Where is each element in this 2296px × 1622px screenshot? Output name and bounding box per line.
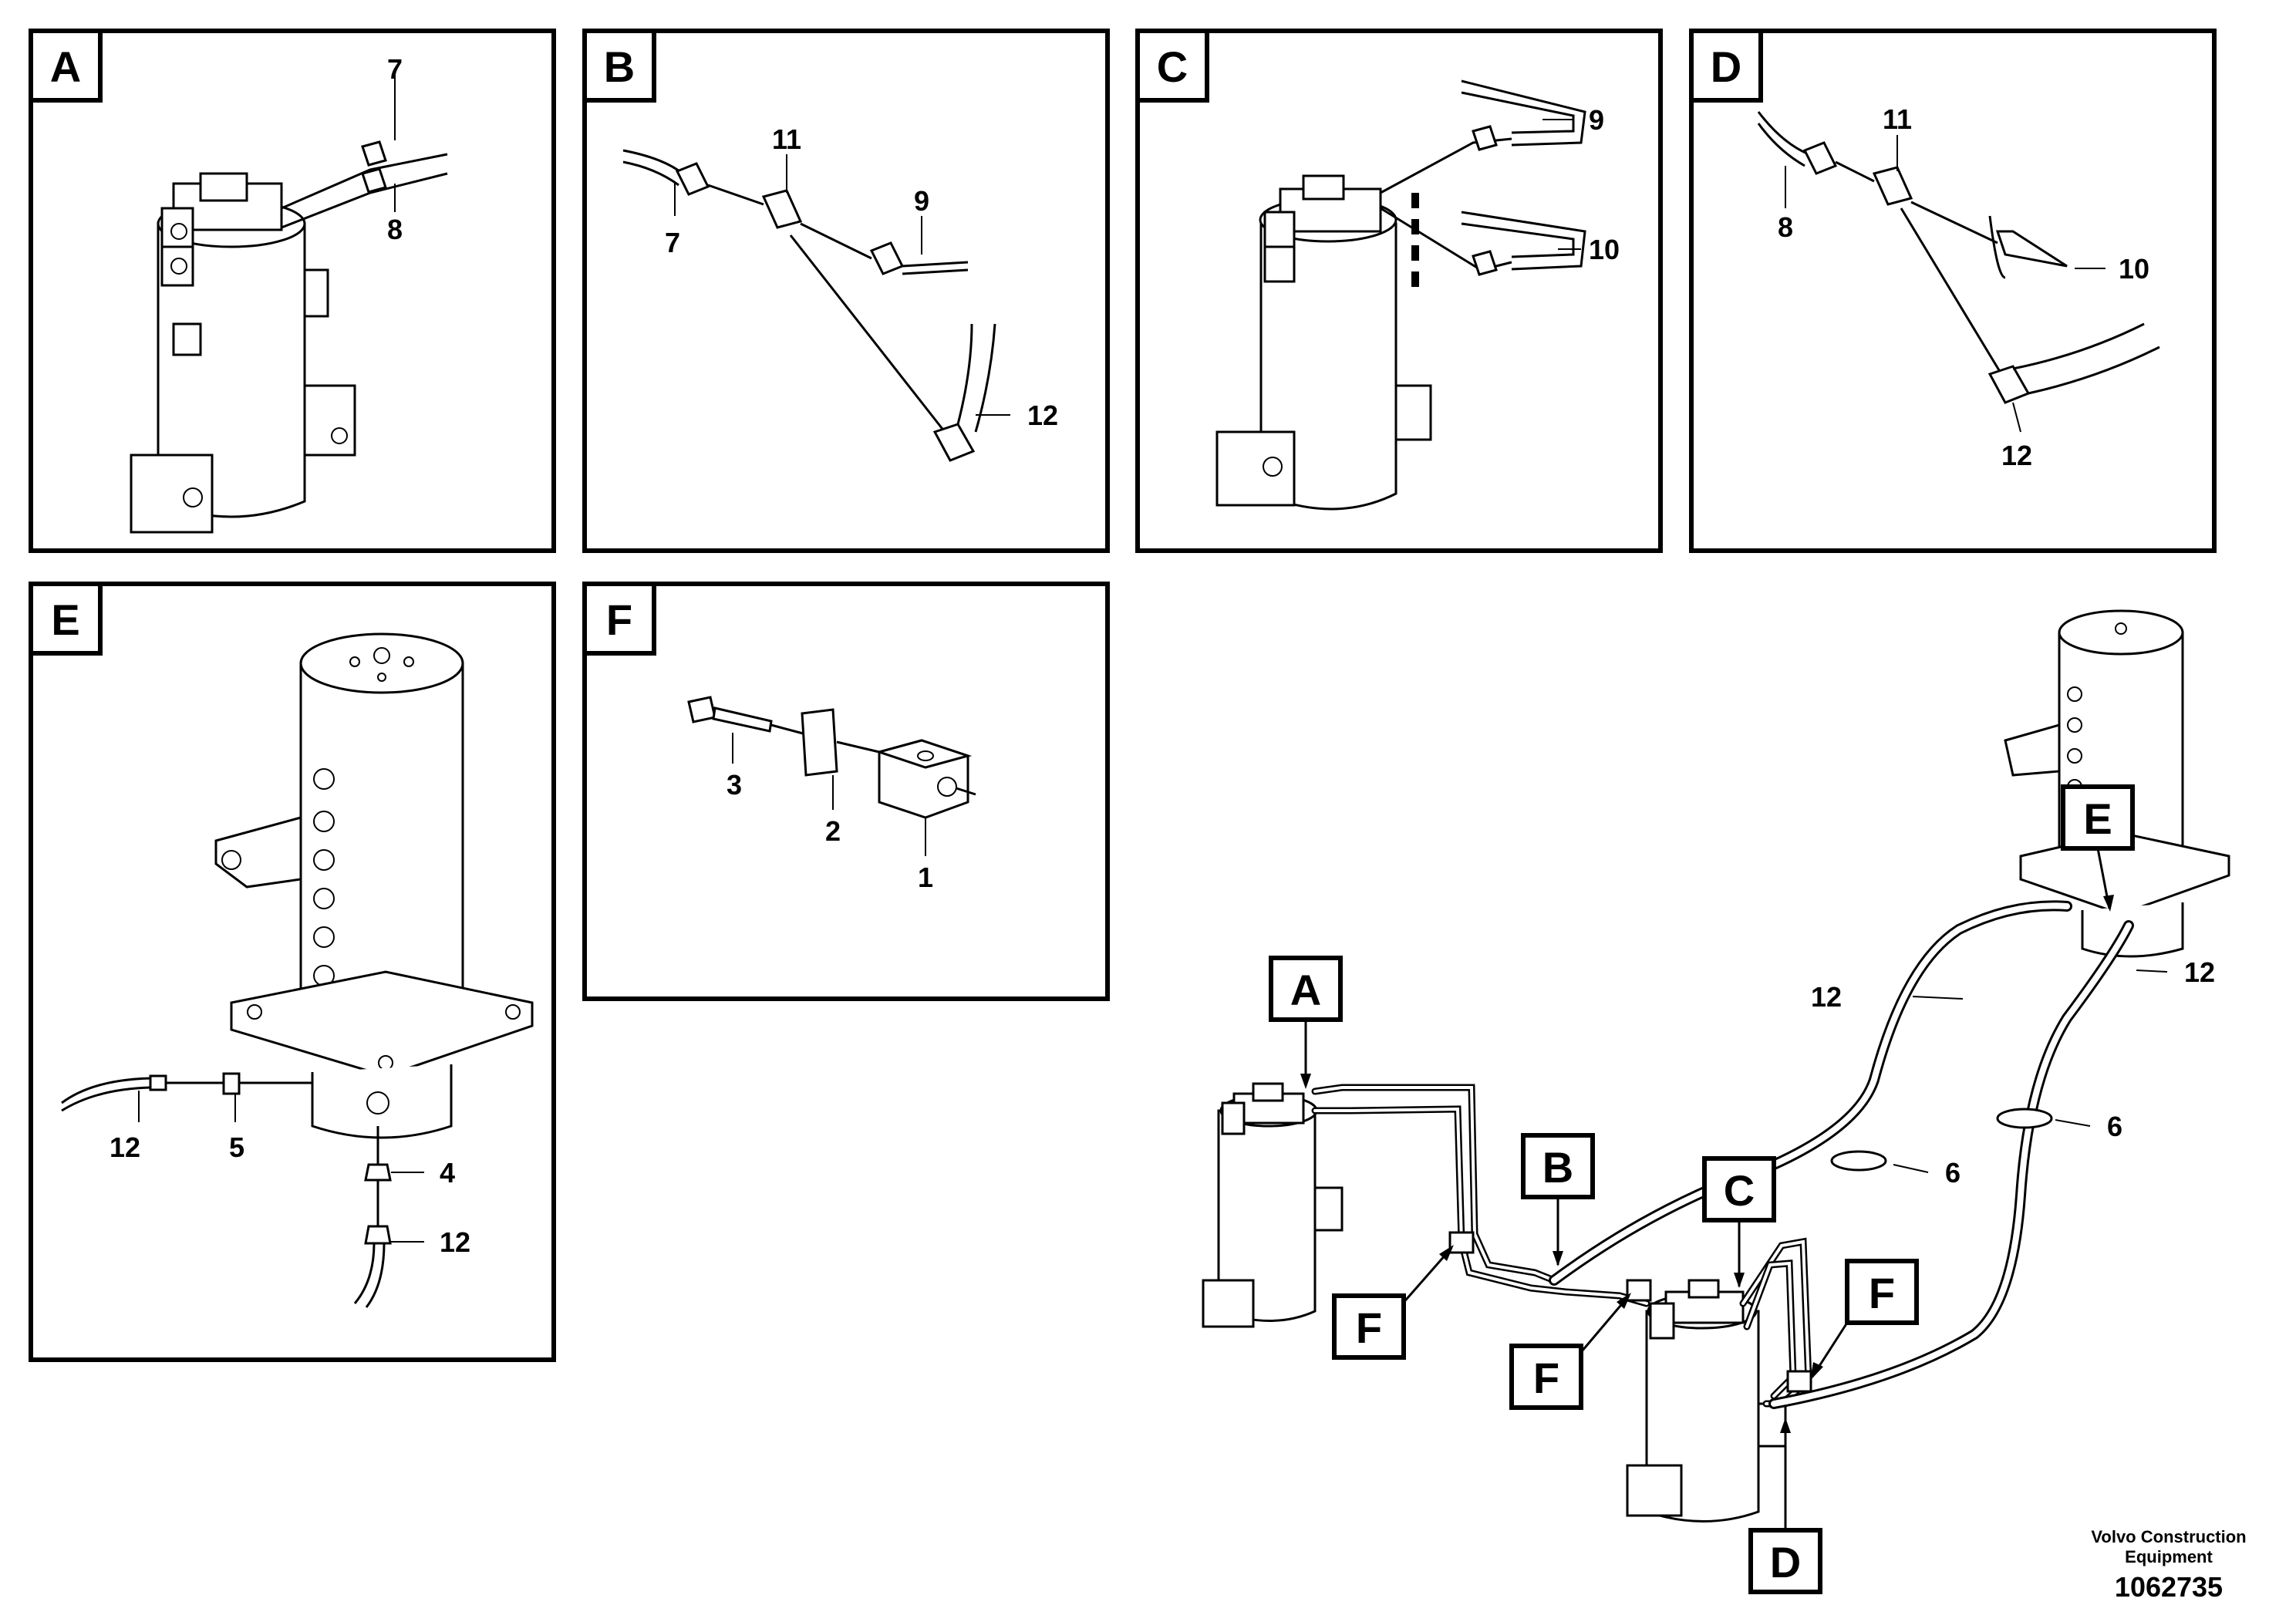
panel-e-label-5: 5 (229, 1131, 244, 1163)
panel-d-label-10: 10 (2119, 253, 2149, 285)
panel-b-tag: B (604, 42, 635, 91)
panel-e-label-12-bottom: 12 (440, 1226, 470, 1258)
overview-tag-a: A (1290, 966, 1321, 1014)
panel-f: F 3 2 1 (582, 582, 1110, 1001)
panel-a-tag: A (50, 42, 81, 91)
panel-d-label-8: 8 (1778, 211, 1793, 243)
panel-d-tag: D (1711, 42, 1741, 91)
panel-c-label-9: 9 (1589, 104, 1604, 136)
panel-b-label-11: 11 (772, 123, 801, 155)
overview-tag-b: B (1542, 1143, 1573, 1192)
overview-tag-c: C (1724, 1166, 1755, 1215)
panel-e-label-4: 4 (440, 1157, 455, 1189)
panel-a: A 7 8 (29, 29, 556, 553)
overview-tag-d: D (1770, 1538, 1801, 1587)
panel-f-tag: F (606, 595, 632, 644)
panel-e-label-12-left: 12 (110, 1131, 140, 1163)
panel-c-label-10: 10 (1589, 234, 1620, 265)
panel-b-label-12: 12 (1027, 400, 1058, 431)
panel-d-label-11: 11 (1883, 103, 1912, 135)
panel-e: E (29, 582, 556, 1362)
panel-a-label-8: 8 (387, 214, 403, 245)
overview-tag-f-right: F (1869, 1269, 1895, 1317)
credit-line-2: Equipment (2125, 1547, 2213, 1566)
overview-label-12-left: 12 (1811, 981, 1842, 1013)
overview-assembly: 12 12 6 6 A B C D E F F (1202, 609, 2230, 1594)
overview-tag-f-left: F (1356, 1303, 1382, 1352)
panel-c: C 9 10 (1135, 29, 1663, 553)
overview-tag-e: E (2083, 794, 2112, 843)
overview-label-12-right: 12 (2184, 956, 2215, 988)
drawing-number: 1062735 (2115, 1571, 2223, 1603)
credit-line-1: Volvo Construction (2091, 1527, 2246, 1546)
overview-label-6-right: 6 (2107, 1111, 2122, 1142)
overview-tag-f-center: F (1533, 1354, 1559, 1402)
panel-e-tag: E (51, 595, 79, 644)
overview-label-6-left: 6 (1945, 1157, 1961, 1189)
credit-block: Volvo Construction Equipment 1062735 (2091, 1527, 2246, 1603)
panel-a-label-7: 7 (387, 53, 403, 85)
panel-b: B 11 9 7 12 (582, 29, 1110, 553)
panel-f-label-2: 2 (825, 815, 841, 847)
panel-d-label-12: 12 (2001, 440, 2032, 471)
panel-b-label-9: 9 (914, 185, 929, 217)
panel-f-label-1: 1 (918, 862, 933, 893)
panel-b-label-7: 7 (665, 227, 680, 258)
panel-c-tag: C (1157, 42, 1188, 91)
panel-f-label-3: 3 (727, 769, 742, 801)
panel-d: D 11 8 10 12 (1689, 29, 2217, 553)
